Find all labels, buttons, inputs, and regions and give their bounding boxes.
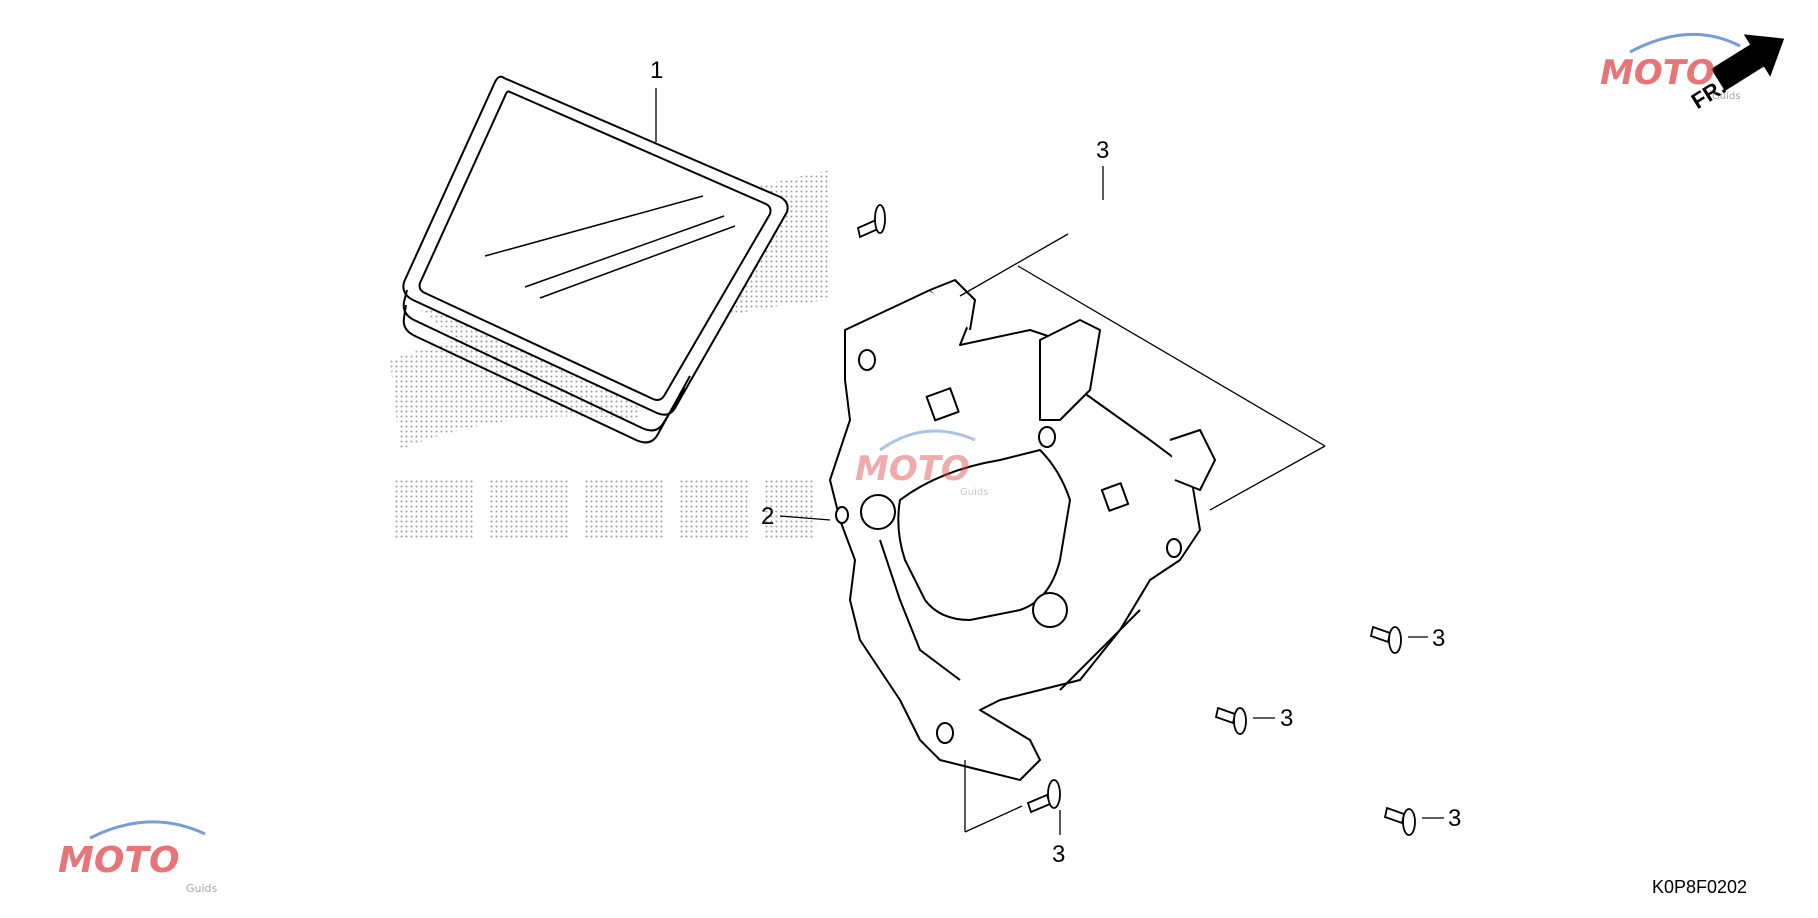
callout-screw-right-a: 3: [1432, 625, 1445, 652]
moto-watermark-bottom: MOTO Guids: [58, 820, 218, 895]
moto-watermark-bottom-subtext: Guids: [186, 882, 218, 895]
moto-watermark-center: MOTO Guids: [855, 429, 988, 498]
callout-part-2: 2: [761, 503, 774, 530]
part-2-meter-bracket: [829, 279, 1216, 781]
screw-right-c: [1383, 806, 1416, 836]
callout-screw-bottom: 3: [1052, 841, 1065, 868]
moto-watermark-center-subtext: Guids: [960, 487, 988, 498]
moto-watermark-bottom-text: MOTO: [58, 840, 180, 881]
diagram-code: K0P8F0202: [1652, 877, 1747, 897]
moto-watermark-top: MOTO Guids: [1600, 32, 1741, 102]
callout-screw-right-c: 3: [1448, 805, 1461, 832]
callout-part-1: 1: [650, 57, 663, 84]
screw-bottom: [1026, 779, 1061, 814]
part-1-meter-display: [402, 75, 789, 444]
screw-right-a: [1369, 625, 1402, 654]
moto-watermark-top-text: MOTO: [1600, 53, 1715, 93]
screw-top: [856, 204, 886, 239]
moto-watermark-top-subtext: Guids: [1712, 91, 1740, 102]
leader-lines: [655, 88, 1444, 835]
callout-screw-top: 3: [1096, 137, 1109, 164]
moto-watermark-center-text: MOTO: [855, 449, 970, 489]
front-arrow-icon: [1711, 34, 1785, 91]
callout-screw-right-b: 3: [1280, 705, 1293, 732]
screw-right-b: [1214, 706, 1247, 735]
